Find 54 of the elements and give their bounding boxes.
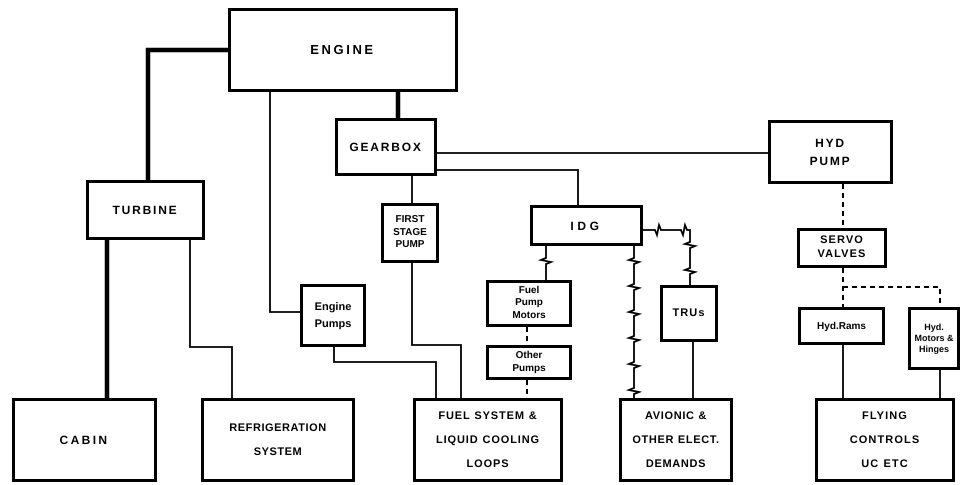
box-label: Fuel Pump Motors bbox=[511, 284, 547, 322]
component-box bbox=[908, 307, 960, 370]
box-label: Other Pumps bbox=[511, 350, 547, 375]
box-label: GEARBOX bbox=[349, 139, 423, 156]
box-label: CABIN bbox=[60, 432, 110, 449]
box-label: HYD PUMP bbox=[808, 135, 852, 170]
box-label: TRUs bbox=[672, 306, 706, 322]
box-label: FUEL SYSTEM & LIQUID COOLING LOOPS bbox=[435, 408, 541, 472]
connector-line bbox=[104, 240, 110, 398]
box-label: Hyd.Rams bbox=[817, 320, 866, 334]
connector-line bbox=[437, 152, 768, 154]
component-box bbox=[798, 307, 885, 345]
component-box bbox=[300, 284, 366, 347]
box-label: FLYING CONTROLS UC ETC bbox=[850, 408, 920, 472]
component-box bbox=[530, 205, 643, 246]
connector-line bbox=[643, 222, 698, 285]
connector-line bbox=[333, 347, 437, 398]
box-label: REFRIGERATION SYSTEM bbox=[228, 420, 328, 460]
connector-line bbox=[269, 92, 300, 313]
connector-line bbox=[939, 370, 941, 398]
box-label: AVIONIC & OTHER ELECT. DEMANDS bbox=[631, 408, 721, 472]
component-box bbox=[228, 8, 458, 92]
component-box bbox=[381, 203, 439, 263]
component-box bbox=[768, 120, 893, 184]
component-box bbox=[413, 398, 563, 482]
connector-line bbox=[437, 169, 579, 205]
component-box bbox=[335, 118, 437, 176]
box-label: Engine Pumps bbox=[314, 300, 352, 332]
connector-line bbox=[411, 263, 462, 398]
box-label: ENGINE bbox=[310, 41, 376, 60]
connector-line bbox=[411, 176, 413, 203]
component-box bbox=[201, 398, 355, 482]
connector-line bbox=[692, 342, 694, 398]
connector-line bbox=[842, 345, 844, 398]
component-box bbox=[86, 180, 205, 240]
component-box bbox=[660, 285, 718, 342]
component-box bbox=[486, 345, 572, 380]
box-label: TURBINE bbox=[112, 202, 178, 219]
connector-line bbox=[538, 246, 554, 280]
connector-line bbox=[396, 92, 400, 118]
component-box bbox=[12, 398, 157, 482]
box-label: FIRST STAGE PUMP bbox=[392, 214, 428, 252]
connector-line bbox=[626, 246, 642, 398]
component-box bbox=[619, 398, 733, 482]
dashed-connector bbox=[842, 184, 844, 228]
component-box bbox=[797, 228, 887, 268]
connector-line bbox=[189, 240, 233, 398]
box-label: IDG bbox=[570, 218, 603, 234]
component-box bbox=[815, 398, 955, 482]
box-label: SERVO VALVES bbox=[816, 234, 868, 262]
box-label: Hyd. Motors & Hinges bbox=[914, 322, 954, 356]
dashed-connector bbox=[842, 268, 844, 307]
component-box bbox=[486, 280, 572, 327]
connector-line bbox=[146, 48, 228, 180]
